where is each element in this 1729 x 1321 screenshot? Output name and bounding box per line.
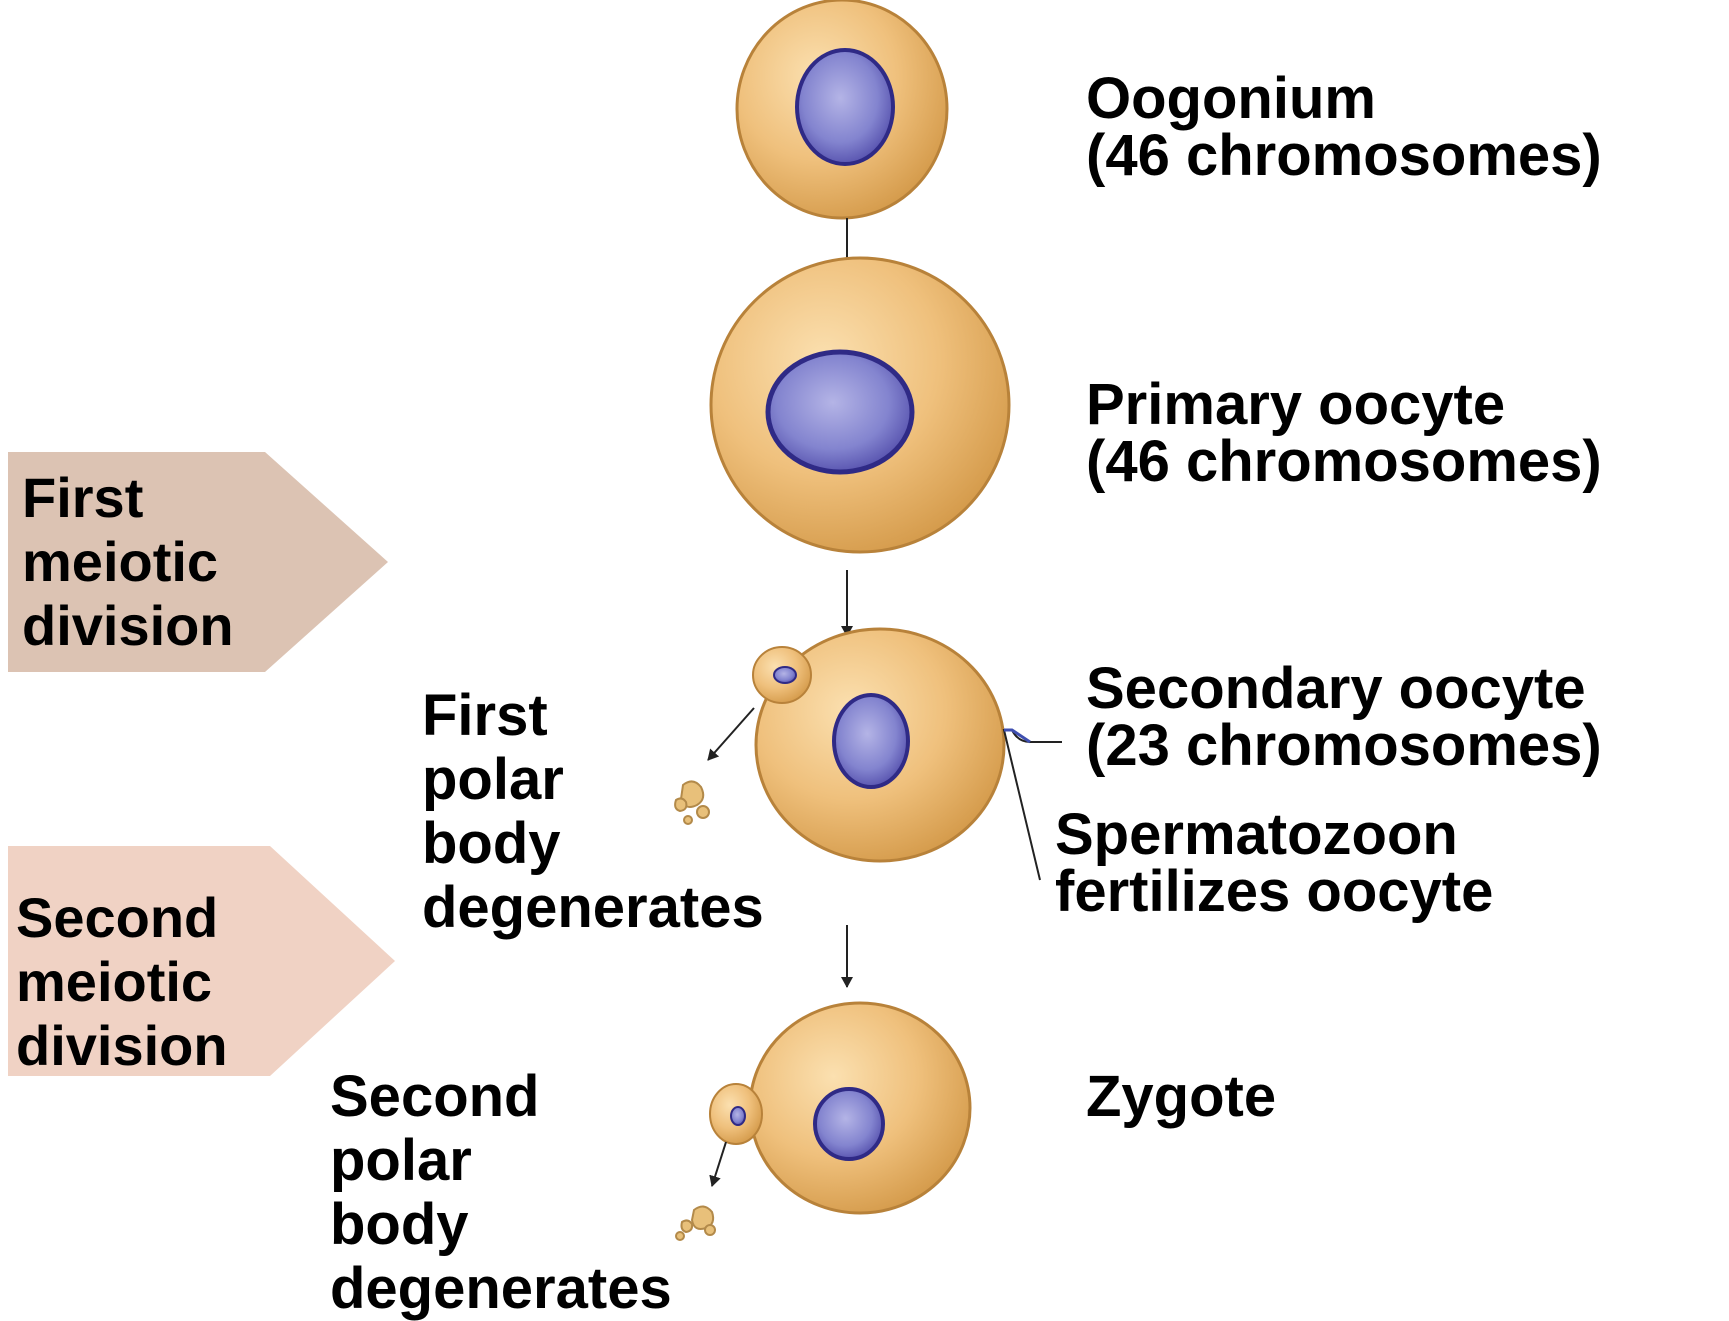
zygote-label: Zygote xyxy=(1086,1068,1276,1125)
zygote-nucleus xyxy=(815,1089,883,1159)
first-polar-line-4: degenerates xyxy=(422,876,764,940)
second-division-line-2: meiotic xyxy=(16,950,228,1014)
primary-oocyte-chromosomes: (46 chromosomes) xyxy=(1086,433,1602,490)
fertilization-line-2: fertilizes oocyte xyxy=(1055,863,1493,920)
second-polar-line-2: polar xyxy=(330,1129,672,1193)
first-division-line-1: First xyxy=(22,466,234,530)
second-division-label: Second meiotic division xyxy=(16,886,228,1078)
first-polar-line-3: body xyxy=(422,812,764,876)
first-polar-body-label: First polar body degenerates xyxy=(422,684,764,940)
oogonium-nucleus xyxy=(797,50,893,164)
oogonium-label: Oogonium (46 chromosomes) xyxy=(1086,70,1602,184)
first-polar-line-1: First xyxy=(422,684,764,748)
primary-oocyte-name: Primary oocyte xyxy=(1086,376,1602,433)
second-polar-body-label: Second polar body degenerates xyxy=(330,1065,672,1321)
arrow-second-polar-degenerate xyxy=(712,1142,726,1186)
secondary-oocyte-label: Secondary oocyte (23 chromosomes) xyxy=(1086,660,1602,774)
zygote-name: Zygote xyxy=(1086,1068,1276,1125)
fertilization-line-1: Spermatozoon xyxy=(1055,806,1493,863)
first-division-line-2: meiotic xyxy=(22,530,234,594)
second-polar-body-fragments xyxy=(676,1206,715,1240)
primary-oocyte-cell xyxy=(711,258,1009,552)
second-polar-line-3: body xyxy=(330,1193,672,1257)
first-division-label: First meiotic division xyxy=(22,466,234,658)
spermatozoon-pointer xyxy=(1004,730,1062,880)
secondary-oocyte-chromosomes: (23 chromosomes) xyxy=(1086,717,1602,774)
secondary-oocyte-nucleus xyxy=(834,695,908,787)
oogonium-chromosomes: (46 chromosomes) xyxy=(1086,127,1602,184)
oogonium-name: Oogonium xyxy=(1086,70,1602,127)
zygote-cell xyxy=(750,1003,970,1213)
second-division-line-1: Second xyxy=(16,886,228,950)
primary-oocyte-label: Primary oocyte (46 chromosomes) xyxy=(1086,376,1602,490)
second-polar-line-4: degenerates xyxy=(330,1257,672,1321)
second-polar-body xyxy=(710,1084,762,1144)
second-division-line-3: division xyxy=(16,1014,228,1078)
first-polar-line-2: polar xyxy=(422,748,764,812)
oogonium-cell xyxy=(737,0,947,218)
secondary-oocyte-name: Secondary oocyte xyxy=(1086,660,1602,717)
fertilization-label: Spermatozoon fertilizes oocyte xyxy=(1055,806,1493,920)
second-polar-line-1: Second xyxy=(330,1065,672,1129)
first-division-line-3: division xyxy=(22,594,234,658)
primary-oocyte-nucleus xyxy=(768,352,912,472)
